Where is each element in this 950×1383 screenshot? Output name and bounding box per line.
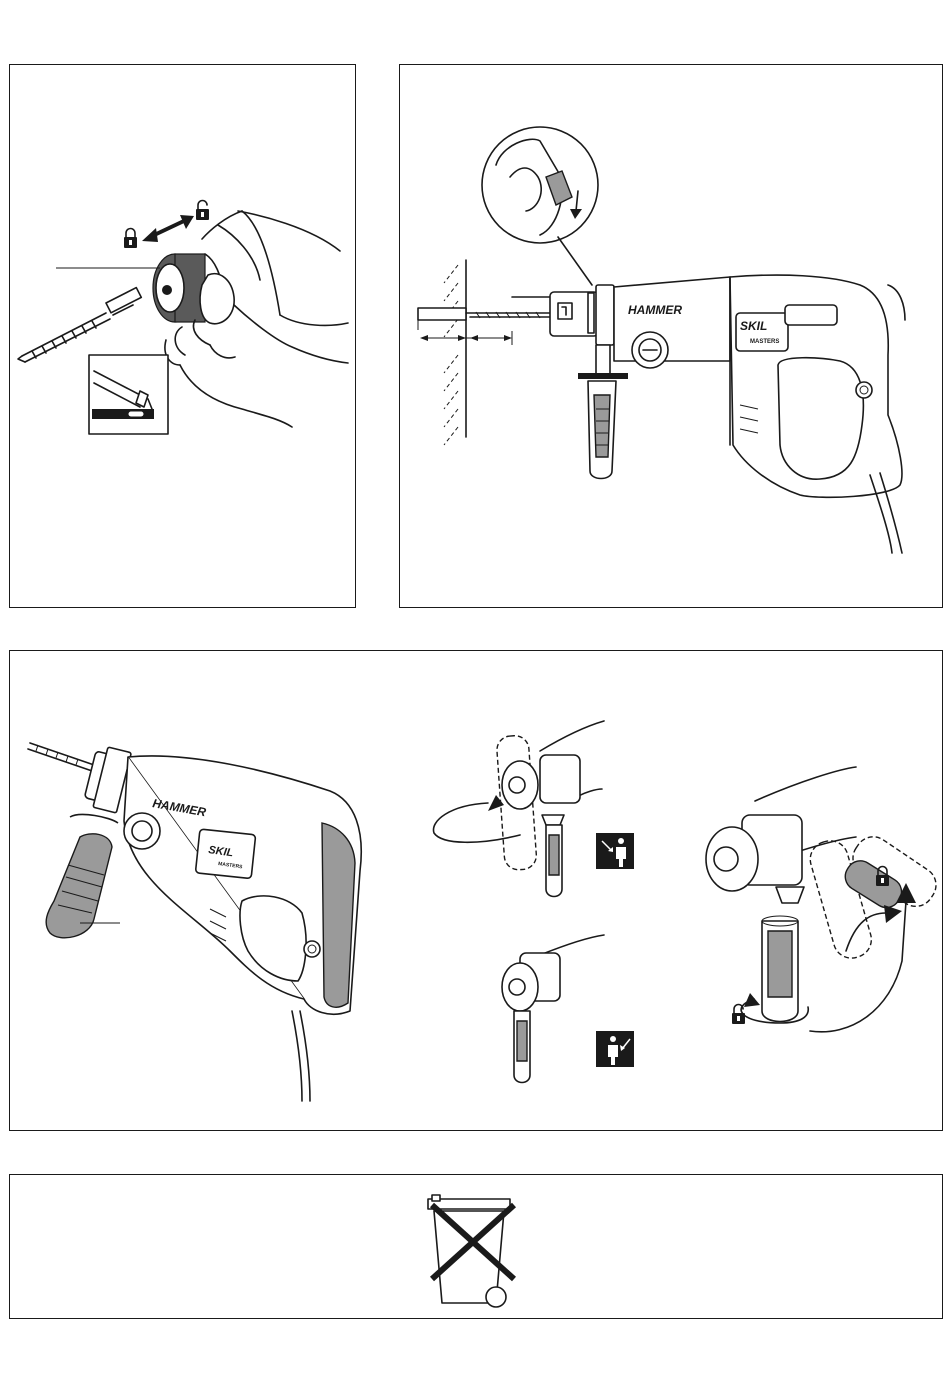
crossed-out-wheelie-bin-icon	[10, 1175, 944, 1320]
hammer-logo: HAMMER	[628, 303, 682, 317]
handle-position-left	[433, 721, 634, 897]
person-arrow-out-icon	[596, 833, 634, 869]
panel-bit-insertion	[9, 64, 356, 608]
bit-insertion-illustration	[10, 65, 357, 609]
lock-closed-icon	[124, 229, 137, 249]
depth-lock-detail-callout	[482, 127, 598, 285]
panel-depth-stop: HAMMER SKIL MASTERS	[399, 64, 943, 608]
double-arrow-icon	[142, 215, 194, 242]
side-handle	[578, 345, 628, 479]
masters-logo: MASTERS	[750, 339, 779, 345]
wall	[418, 260, 466, 445]
lock-closed-icon	[876, 867, 889, 887]
side-handle-illustration: HAMMER SKIL MASTERS	[10, 651, 944, 1132]
panel-side-handle: HAMMER SKIL MASTERS	[9, 650, 943, 1131]
full-drill	[28, 743, 361, 1101]
lock-open-icon	[196, 201, 209, 221]
grease-inset	[89, 355, 168, 434]
skil-logo: SKIL	[740, 319, 767, 333]
lock-open-icon	[732, 1005, 745, 1025]
drill-bit	[18, 288, 141, 362]
handle-position-right	[502, 935, 634, 1083]
handle-rotate-detail	[706, 767, 943, 1032]
depth-stop-illustration: HAMMER SKIL MASTERS	[400, 65, 944, 609]
panel-disposal	[9, 1174, 943, 1319]
